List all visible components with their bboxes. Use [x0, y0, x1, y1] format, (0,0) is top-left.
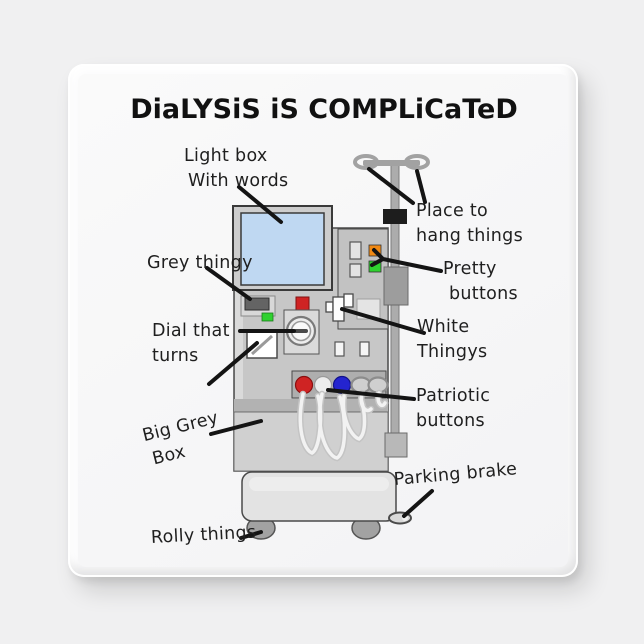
label-place-to-hang-line-1: Place to: [416, 201, 489, 221]
white-thingy-3: [343, 293, 354, 308]
panel-button-small-2: [349, 263, 362, 278]
label-pretty-buttons: Pretty buttons: [443, 257, 518, 307]
gauge-needle: [250, 334, 274, 356]
pretty-button-green: [368, 260, 382, 273]
pole-clamp: [383, 209, 407, 224]
green-indicator: [261, 312, 274, 322]
arrow-light-box: [237, 185, 283, 224]
arrow-white-thingys: [340, 307, 426, 335]
magnet-title: DiaLYSiS iS COMPLiCaTeD: [130, 94, 518, 125]
label-dial-that-turns: Dial that turns: [152, 319, 230, 369]
pole-block: [383, 266, 409, 306]
arrow-big-grey-box: [209, 419, 263, 436]
label-place-to-hang-line-2: hang things: [416, 226, 524, 246]
arrow-parking-brake: [402, 489, 434, 518]
arrow-rolly-things: [239, 530, 263, 540]
hanger-hook-left: [353, 154, 379, 170]
label-light-box-line-2: With words: [188, 171, 289, 191]
label-white-thingys: White Thingys: [417, 315, 487, 365]
label-grey-thingy: Grey thingy: [147, 251, 253, 276]
label-white-thingys-line-1: White: [417, 317, 470, 337]
monitor-screen: [240, 212, 325, 286]
label-dial-that-turns-line-2: turns: [152, 346, 199, 366]
annotation-arrows: [205, 167, 443, 540]
label-patriotic-buttons-line-2: buttons: [416, 411, 485, 431]
label-grey-thingy-line-1: Grey thingy: [147, 253, 253, 273]
machine-body-left-edge: [235, 229, 243, 470]
arrow-hang-left: [367, 167, 415, 205]
arrow-dial-2: [207, 341, 259, 386]
machine-band: [234, 399, 388, 412]
switch-small-2: [359, 341, 370, 357]
hanger-hook-right: [404, 154, 430, 170]
grey-thingy: [244, 297, 270, 311]
label-place-to-hang: Place to hang things: [416, 199, 523, 249]
red-button: [295, 296, 310, 311]
machine-base-highlight: [249, 477, 389, 491]
white-thingy-1: [325, 301, 334, 313]
label-pretty-buttons-line-1: Pretty: [443, 259, 497, 279]
arrow-pretty-buttons: [370, 248, 443, 273]
label-white-thingys-line-2: Thingys: [417, 342, 488, 362]
pole-bracket: [384, 432, 408, 458]
label-pretty-buttons-line-2: buttons: [449, 284, 518, 304]
arrow-patriotic: [326, 388, 416, 401]
label-light-box-line-1: Light box: [184, 146, 268, 166]
dial-pointer: [294, 329, 308, 333]
label-patriotic-buttons: Patriotic buttons: [416, 384, 490, 434]
switch-small-1: [334, 341, 345, 357]
arrow-grey-thingy: [205, 266, 252, 301]
label-patriotic-buttons-line-1: Patriotic: [416, 386, 491, 406]
panel-button-small-1: [349, 241, 362, 260]
label-light-box: Light box With words: [184, 144, 288, 194]
arrow-hang-right: [415, 169, 427, 204]
label-dial-that-turns-line-1: Dial that: [152, 321, 230, 341]
